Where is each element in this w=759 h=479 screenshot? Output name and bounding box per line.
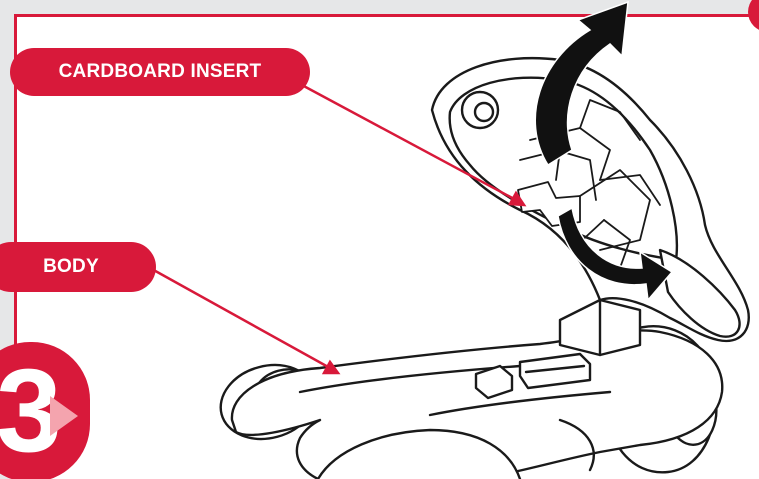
instruction-panel: CARDBOARD INSERT BODY 3 — [0, 0, 759, 479]
next-step-icon — [0, 0, 759, 479]
